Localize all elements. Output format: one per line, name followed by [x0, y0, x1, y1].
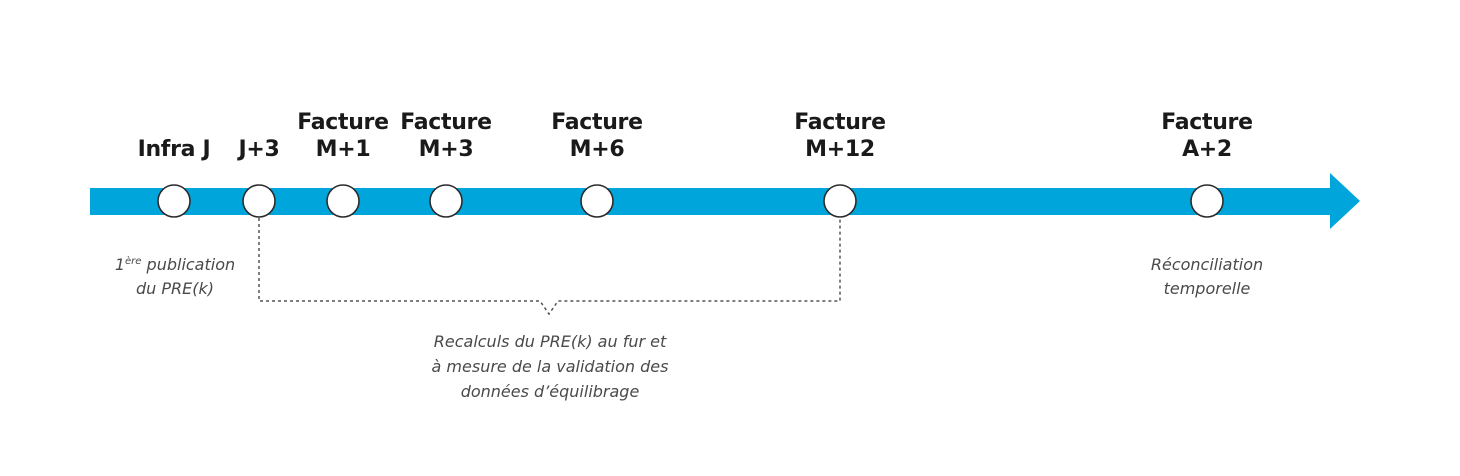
milestone-node-m3 [429, 184, 463, 218]
recalculation-bracket [258, 218, 841, 316]
milestone-nodes [157, 184, 1224, 218]
reconciliation-line1: Réconciliation [1150, 255, 1264, 274]
milestone-label-m3-line1: Facture [400, 110, 492, 135]
milestone-node-m1 [326, 184, 360, 218]
milestone-node-m12 [823, 184, 857, 218]
milestone-label-m3-line2: M+3 [418, 137, 474, 162]
first-publication-line1: 1ère publication [114, 255, 236, 274]
first-publication-line2: du PRE(k) [135, 279, 214, 298]
milestone-node-j3 [242, 184, 276, 218]
milestone-label-j3-line1: J+3 [238, 137, 280, 162]
milestone-label-m12-line1: Facture [794, 110, 886, 135]
milestone-label-infra-j: Infra J [94, 136, 254, 163]
reconciliation-line2: temporelle [1163, 279, 1251, 298]
recalculations-line3: données d’équilibrage [460, 382, 640, 401]
milestone-label-infra-j-line1: Infra J [137, 137, 211, 162]
milestone-node-infra-j [157, 184, 191, 218]
first-publication-note: 1ère publication du PRE(k) [85, 253, 265, 301]
milestone-label-m12-line2: M+12 [805, 137, 875, 162]
timeline-arrow-shaft [90, 188, 1332, 215]
milestone-node-a2 [1190, 184, 1224, 218]
recalculations-note: Recalculs du PRE(k) au fur et à mesure d… [380, 329, 720, 404]
recalculations-line1: Recalculs du PRE(k) au fur et [433, 332, 667, 351]
milestone-label-m1-line1: Facture [297, 110, 389, 135]
milestone-label-m6-line1: Facture [551, 110, 643, 135]
recalculations-line2: à mesure de la validation des [431, 357, 669, 376]
milestone-label-a2-line2: A+2 [1182, 137, 1232, 162]
milestone-label-m6-line2: M+6 [569, 137, 625, 162]
milestone-label-m1-line2: M+1 [315, 137, 371, 162]
timeline-arrow-head [1330, 173, 1360, 229]
milestone-label-j3: J+3 [179, 136, 339, 163]
milestone-node-m6 [580, 184, 614, 218]
reconciliation-note: Réconciliation temporelle [1107, 253, 1307, 301]
milestone-label-a2-line1: Facture [1161, 110, 1253, 135]
